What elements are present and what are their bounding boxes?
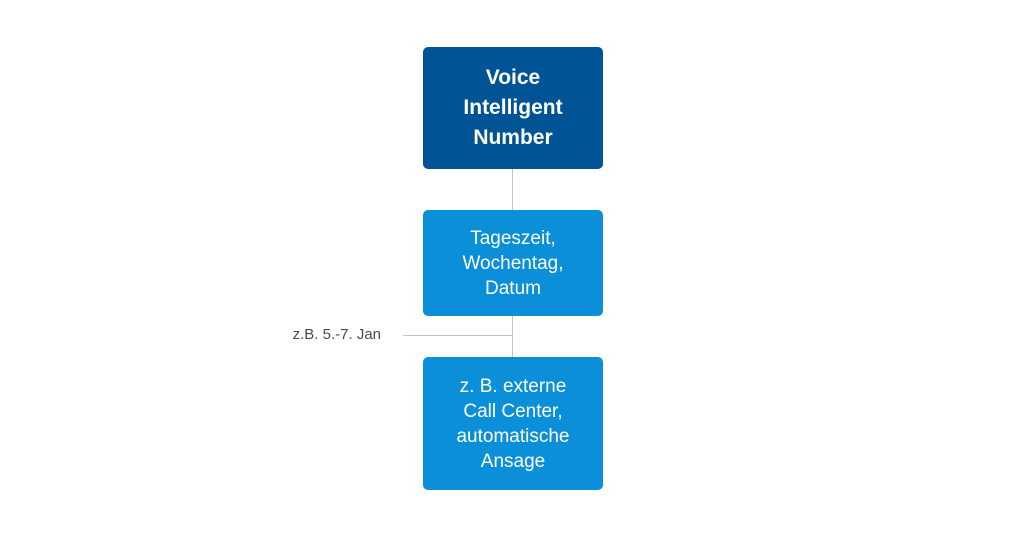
connector-root-to-time — [512, 169, 513, 210]
node-target-label: z. B. externe Call Center, automatische … — [456, 375, 570, 472]
connector-time-to-target — [512, 316, 513, 357]
annotation-label: z.B. 5.-7. Jan — [292, 326, 381, 343]
node-time-condition: Tageszeit, Wochentag, Datum — [423, 210, 603, 316]
node-target: z. B. externe Call Center, automatische … — [423, 357, 603, 490]
node-voice-intelligent-number: Voice Intelligent Number — [423, 47, 603, 169]
annotation-connector — [403, 335, 513, 336]
node-root-label: Voice Intelligent Number — [463, 66, 563, 149]
node-time-condition-label: Tageszeit, Wochentag, Datum — [462, 227, 564, 299]
